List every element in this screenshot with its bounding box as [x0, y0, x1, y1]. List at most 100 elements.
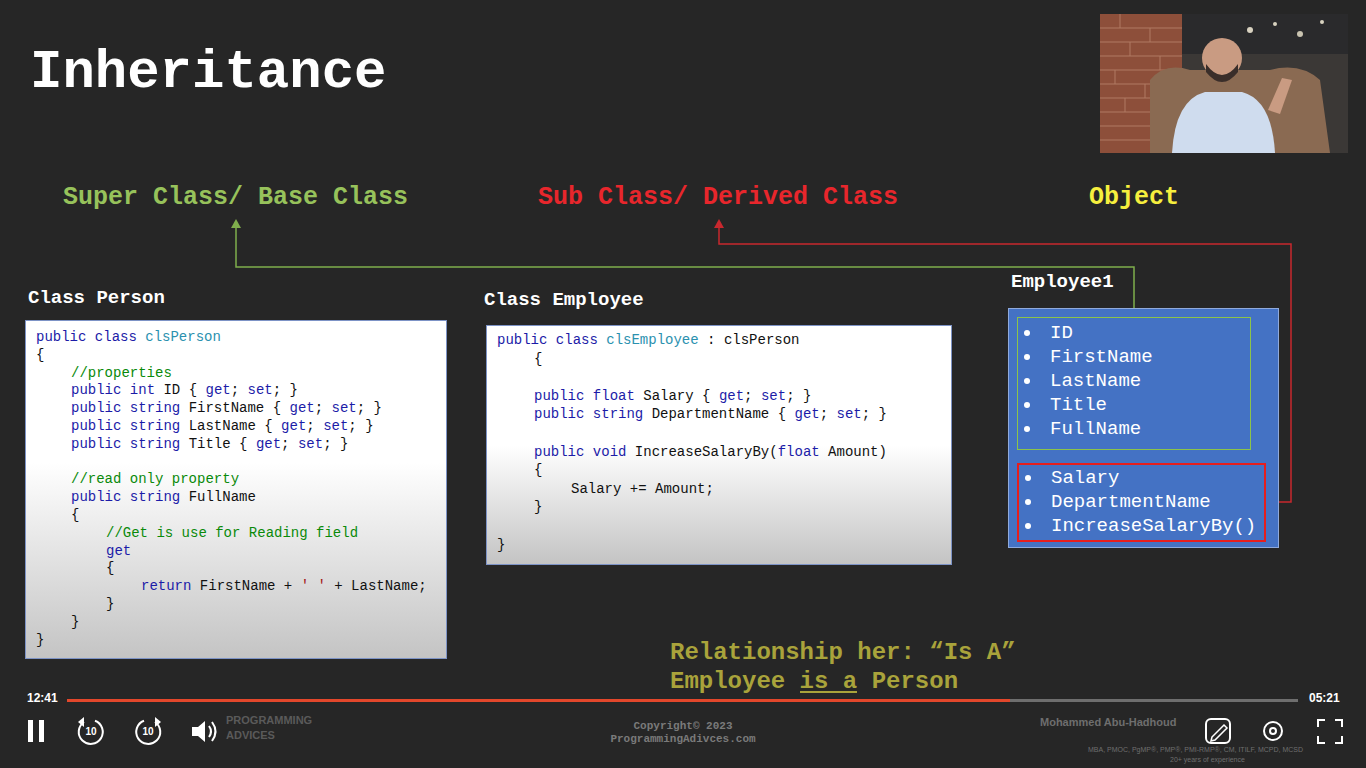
code-token — [121, 418, 129, 434]
code-line: } — [534, 498, 542, 517]
code-token: } — [106, 596, 114, 612]
code-token — [643, 406, 651, 422]
code-token: ; — [705, 481, 713, 497]
code-token: float — [778, 444, 820, 460]
member-name: LastName — [1050, 369, 1141, 393]
code-token — [121, 400, 129, 416]
code-token: set — [761, 388, 786, 404]
code-token: ; } — [323, 436, 348, 452]
code-token: } — [534, 499, 542, 515]
code-token: public — [534, 406, 584, 422]
code-token — [86, 329, 94, 345]
code-token: class — [556, 332, 598, 348]
class-role-heading: Sub Class/ Derived Class — [538, 183, 898, 212]
code-token: set — [332, 400, 357, 416]
code-token: { — [231, 436, 256, 452]
code-token: Salary — [571, 481, 621, 497]
code-token: { — [36, 347, 44, 363]
code-line: public void IncreaseSalaryBy(float Amoun… — [534, 443, 887, 462]
code-line: { — [71, 507, 79, 525]
code-token: get — [106, 543, 131, 559]
code-token — [180, 400, 188, 416]
code-token: return — [141, 578, 191, 594]
code-token: ; } — [348, 418, 373, 434]
code-token — [820, 444, 828, 460]
code-token: DepartmentName — [652, 406, 770, 422]
bullet-dot — [1025, 475, 1031, 481]
code-token: float — [593, 388, 635, 404]
code-token — [584, 388, 592, 404]
code-line: //Get is use for Reading field — [106, 525, 358, 543]
code-token: { — [534, 351, 542, 367]
code-token: { — [71, 507, 79, 523]
code-token: Salary — [643, 388, 693, 404]
code-token — [635, 388, 643, 404]
code-token: get — [256, 436, 281, 452]
code-line: //properties — [71, 365, 172, 383]
code-token: ; — [418, 578, 426, 594]
bullet-dot — [1024, 426, 1030, 432]
code-token — [121, 382, 129, 398]
code-token — [180, 436, 188, 452]
code-token: ' ' — [301, 578, 326, 594]
bullet-dot — [1024, 402, 1030, 408]
code-line: Salary += Amount; — [571, 480, 714, 499]
box-heading: Employee1 — [1011, 271, 1114, 294]
code-line: public string Title { get; set; } — [71, 436, 348, 454]
skip-seconds: 10 — [81, 726, 101, 738]
code-token: Title — [189, 436, 231, 452]
code-line: } — [497, 536, 505, 555]
code-line: } — [71, 614, 79, 632]
bullet-dot — [1025, 499, 1031, 505]
code-token — [155, 382, 163, 398]
code-line: { — [36, 347, 44, 365]
code-token: ; } — [357, 400, 382, 416]
code-token: string — [130, 436, 180, 452]
copyright-note: Copyright© 2023 ProgrammingAdivces.com — [603, 720, 763, 746]
elapsed-time: 12:41 — [27, 691, 58, 705]
code-token — [121, 436, 129, 452]
code-token: set — [323, 418, 348, 434]
code-token — [584, 406, 592, 422]
code-token: set — [298, 436, 323, 452]
code-token: FirstName — [189, 400, 265, 416]
code-token: ; } — [273, 382, 298, 398]
code-token: string — [593, 406, 643, 422]
code-line: get — [106, 543, 131, 561]
code-token: { — [256, 418, 281, 434]
code-token: int — [130, 382, 155, 398]
code-line: { — [106, 560, 114, 578]
code-token: clsEmployee — [606, 332, 698, 348]
code-token: get — [795, 406, 820, 422]
code-token: ; } — [862, 406, 887, 422]
code-token: ; — [306, 418, 323, 434]
code-token: + — [275, 578, 300, 594]
code-token: ; } — [786, 388, 811, 404]
code-token: { — [534, 462, 542, 478]
code-line: public int ID { get; set; } — [71, 382, 298, 400]
code-token — [584, 444, 592, 460]
code-token: ID — [163, 382, 180, 398]
member-name: Title — [1050, 393, 1107, 417]
base-member-group: IDFirstNameLastNameTitleFullName — [1017, 317, 1251, 450]
skip-seconds: 10 — [138, 726, 158, 738]
bullet-dot — [1024, 378, 1030, 384]
code-token: get — [281, 418, 306, 434]
member-name: FullName — [1050, 417, 1141, 441]
code-token: public — [36, 329, 86, 345]
bullet-dot — [1024, 354, 1030, 360]
code-token — [121, 489, 129, 505]
code-token: string — [130, 489, 180, 505]
slide-title: Inheritance — [30, 46, 386, 100]
code-token: ; — [744, 388, 761, 404]
code-token — [598, 332, 606, 348]
box-heading: Class Person — [28, 287, 165, 310]
author-credentials: 20+ years of experience — [1170, 756, 1245, 764]
code-line: public class clsEmployee : clsPerson — [497, 331, 800, 350]
code-token: public — [71, 382, 121, 398]
remaining-time: 05:21 — [1309, 691, 1340, 705]
author-name: Mohammed Abu-Hadhoud — [1040, 716, 1176, 729]
code-token: Amount — [828, 444, 878, 460]
code-token: LastName — [189, 418, 256, 434]
code-line: public class clsPerson — [36, 329, 221, 347]
